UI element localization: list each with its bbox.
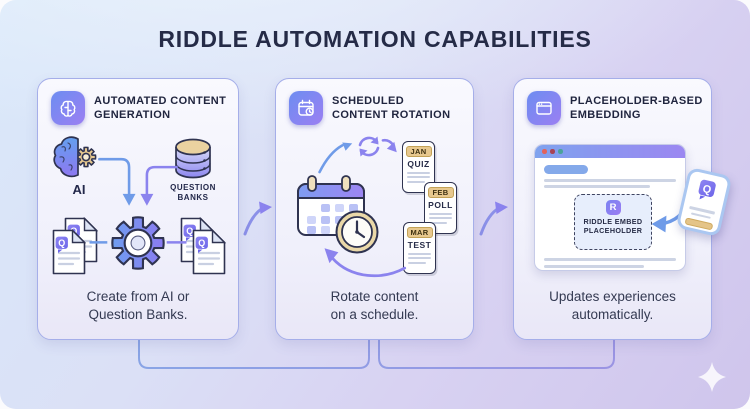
ai-label: AI <box>72 182 86 197</box>
q-badge-icon: Q <box>194 235 210 253</box>
documents-left: Q Q <box>52 217 102 275</box>
page-title: RIDDLE AUTOMATION CAPABILITIES <box>158 26 592 52</box>
document-icon: Q <box>52 229 86 275</box>
flow-arrow-icon <box>479 201 508 236</box>
database-icon <box>175 138 211 179</box>
svg-text:Q: Q <box>58 238 65 248</box>
documents-right: Q Q <box>176 217 226 275</box>
brain-icon <box>51 91 85 125</box>
bottom-connector-right <box>378 336 615 369</box>
card-heading: SCHEDULED CONTENT ROTATION <box>332 95 451 121</box>
card-placeholder-based-embedding: PLACEHOLDER-BASED EMBEDDING R RIDDLE EMB… <box>513 78 733 340</box>
card-scheduled-content-rotation: SCHEDULED CONTENT ROTATION <box>275 78 474 340</box>
card-header: PLACEHOLDER-BASED EMBEDDING <box>527 91 703 125</box>
card-heading: PLACEHOLDER-BASED EMBEDDING <box>570 95 703 121</box>
calendar-clock-icon <box>289 91 323 125</box>
card-header: SCHEDULED CONTENT ROTATION <box>289 91 465 125</box>
traffic-dot-maroon <box>550 149 555 154</box>
content-type: QUIZ <box>407 159 430 169</box>
schedule-card-mar: MAR TEST <box>403 222 436 274</box>
svg-text:Q: Q <box>701 183 712 197</box>
card-heading: AUTOMATED CONTENT GENERATION <box>94 95 227 121</box>
embed-placeholder-box: R RIDDLE EMBED PLACEHOLDER <box>574 194 652 250</box>
riddle-widget-phone: Q <box>675 166 733 238</box>
document-icon: Q <box>192 229 226 275</box>
calendar-grid <box>307 204 358 234</box>
question-banks-label: QUESTION BANKS <box>170 183 216 202</box>
clock-icon <box>335 210 379 254</box>
browser-window-icon <box>527 91 561 125</box>
svg-text:Q: Q <box>186 226 193 236</box>
month-badge: FEB <box>427 187 454 198</box>
content-type: TEST <box>407 240 432 250</box>
gear-icon <box>111 216 165 270</box>
month-badge: MAR <box>406 227 433 238</box>
card-caption: Rotate content on a schedule. <box>330 289 419 322</box>
q-badge-icon: Q <box>697 178 718 200</box>
ai-brain-gear-icon <box>53 136 97 178</box>
bottom-connector-left <box>138 336 370 369</box>
card-header: AUTOMATED CONTENT GENERATION <box>51 91 230 125</box>
refresh-icon <box>358 136 380 157</box>
cta-block <box>684 217 714 231</box>
page-heading-block <box>544 165 588 174</box>
card-caption: Create from AI or Question Banks. <box>86 289 190 322</box>
traffic-dot-teal <box>558 149 563 154</box>
month-badge: JAN <box>405 146 432 157</box>
content-type: POLL <box>428 200 453 210</box>
browser-mockup: R RIDDLE EMBED PLACEHOLDER <box>534 144 686 271</box>
riddle-logo: R <box>605 200 621 215</box>
browser-titlebar <box>535 145 685 158</box>
flow-arrow-icon <box>243 201 272 236</box>
card-caption: Updates experiences automatically. <box>549 289 676 322</box>
sparkle-icon <box>698 362 726 392</box>
q-badge-icon: Q <box>54 235 70 253</box>
card-automated-content-generation: AUTOMATED CONTENT GENERATION AI <box>37 78 239 340</box>
traffic-dot-red <box>542 149 547 154</box>
svg-text:Q: Q <box>198 238 205 248</box>
